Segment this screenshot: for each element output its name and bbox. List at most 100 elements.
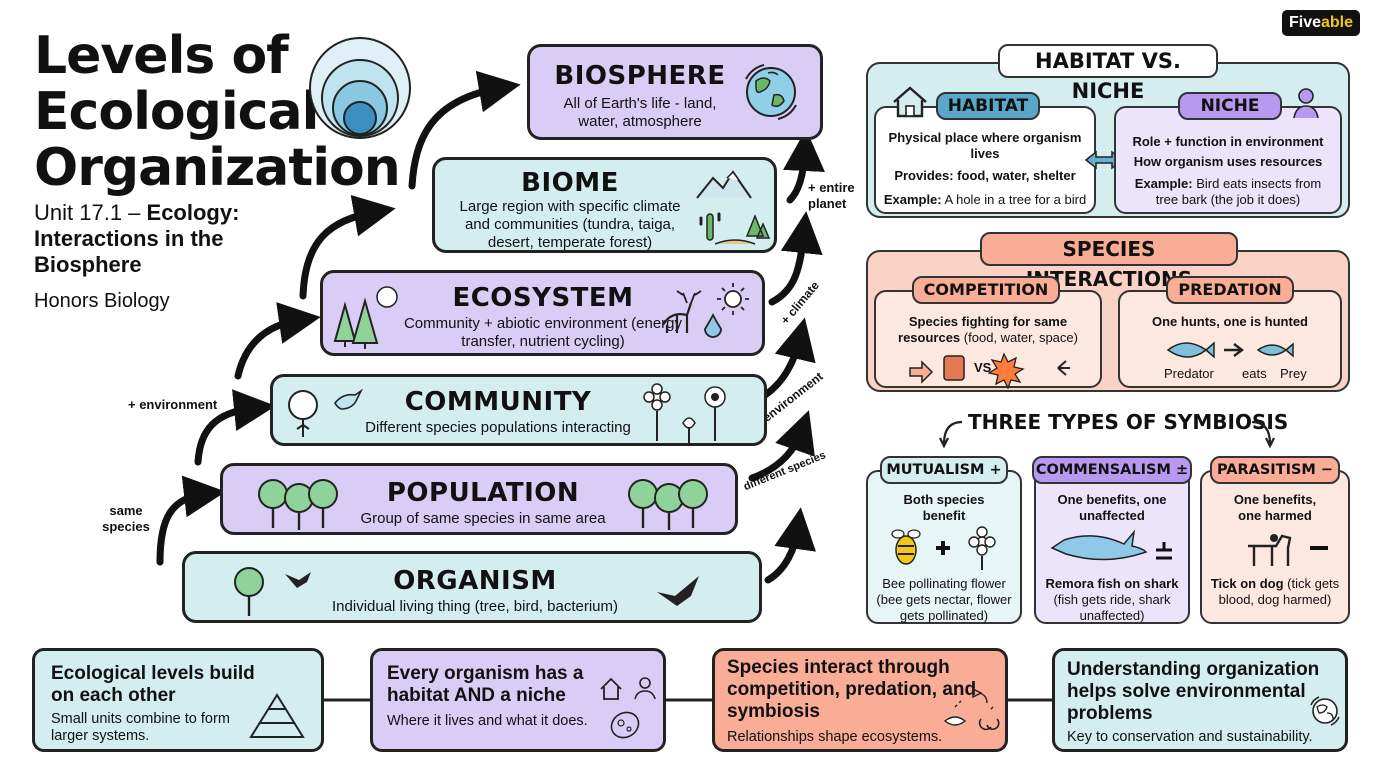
level-desc: Different species populations interactin… [365, 419, 631, 436]
tree-icon [333, 286, 398, 349]
bee-icon [891, 526, 996, 570]
level-biosphere: BIOSPHERE All of Earth's life - land, wa… [527, 44, 823, 140]
competition-box: Species fighting for same resources (foo… [874, 290, 1102, 390]
mountain-cactus-icon [696, 170, 771, 245]
level-title: BIOME [521, 168, 619, 198]
commensalism-example: (fish gets ride, shark unaffected) [1053, 592, 1171, 623]
pyramid-icon [249, 693, 305, 738]
habitat-niche-title: HABITAT VS. NICHE [998, 44, 1218, 103]
level-ecosystem: ECOSYSTEM Community + abiotic environmen… [320, 270, 765, 356]
symbiosis-title: THREE TYPES OF SYMBIOSIS [968, 410, 1289, 434]
predation-prey: Prey [1280, 366, 1307, 381]
predation-pill: PREDATION [1166, 276, 1294, 304]
predation-eats: eats [1242, 366, 1267, 381]
parasitism-pill: PARASITISM − [1210, 456, 1340, 484]
takeaway-heading: Species interact through competition, pr… [727, 657, 977, 722]
level-title: BIOSPHERE [554, 61, 726, 91]
niche-box: Role + function in environment How organ… [1114, 106, 1342, 214]
takeaway-body: Where it lives and what it does. [387, 713, 588, 729]
takeaway-body: Relationships shape ecosystems. [727, 729, 943, 745]
takeaway-card-1: Ecological levels build on each other Sm… [32, 648, 324, 752]
habitat-box: Physical place where organism lives Prov… [874, 106, 1096, 214]
arrow-label-same-species: same species [102, 503, 150, 534]
level-title: COMMUNITY [404, 387, 592, 417]
parasitism-desc: One benefits, one harmed [1233, 492, 1317, 523]
title-line-2: Ecological [34, 82, 319, 142]
tree-icon [234, 567, 311, 616]
mutualism-pill: MUTUALISM + [880, 456, 1008, 484]
species-interactions-title: SPECIES INTERACTIONS [980, 232, 1238, 291]
globe-recycle-icon [1310, 696, 1340, 726]
commensalism-example-bold: Remora fish on shark [1045, 576, 1179, 591]
subtitle: Unit 17.1 – Ecology: Interactions in the… [34, 200, 304, 278]
competition-desc-rest: (food, water, space) [963, 330, 1078, 345]
niche-example: Bird eats insects from tree bark (the jo… [1155, 176, 1322, 207]
bird-icon [657, 576, 699, 606]
mutualism-example: (bee gets nectar, flower gets pollinated… [876, 592, 1012, 623]
tree-icon [628, 479, 708, 530]
title-line-1: Levels of [34, 26, 289, 86]
predation-box: One hunts, one is hunted Predator eats P… [1118, 290, 1342, 388]
title-line-3: Organization [34, 138, 401, 198]
habitat-line-2: Provides: food, water, shelter [894, 168, 1076, 183]
mutualism-desc: Both species benefit [903, 492, 985, 523]
competition-pill: COMPETITION [912, 276, 1060, 304]
logo-text-2: able [1321, 14, 1354, 31]
level-biome: BIOME Large region with specific climate… [432, 157, 777, 253]
arrow-label-environment-left: + environment [128, 397, 218, 412]
flower-icon [643, 383, 726, 443]
fiveable-logo: Fiveable [1282, 10, 1360, 36]
level-desc: Community + abiotic environment (energy … [403, 315, 683, 350]
interaction-cycle-icon [943, 687, 1000, 731]
commensalism-desc: One benefits, one unaffected [1057, 492, 1167, 523]
bird-icon [288, 388, 364, 437]
takeaway-heading: Every organism has a habitat AND a niche [387, 663, 584, 706]
level-organism: ORGANISM Individual living thing (tree, … [182, 551, 762, 623]
competition-vs: VS [974, 360, 992, 375]
house-icon [893, 86, 927, 118]
earth-icon [745, 64, 797, 120]
takeaway-card-4: Understanding organization helps solve e… [1052, 648, 1348, 752]
takeaway-body: Small units combine to form larger syste… [51, 711, 230, 744]
competition-icon [909, 352, 1070, 390]
shark-icon [1050, 529, 1172, 561]
habitat-line-1: Physical place where organism lives [888, 130, 1082, 161]
habitat-example-label: Example: [883, 192, 942, 207]
fish-icon [1166, 341, 1294, 359]
page-title: Levels of Ecological Organization [34, 26, 401, 198]
niche-pill: NICHE [1178, 92, 1282, 120]
level-desc: Large region with specific climate and c… [459, 198, 681, 251]
habitat-pill: HABITAT [936, 92, 1040, 120]
niche-line-2: How organism uses resources [1133, 154, 1323, 169]
level-community: COMMUNITY Different species populations … [270, 374, 767, 446]
takeaway-heading: Understanding organization helps solve e… [1067, 659, 1320, 724]
level-population: POPULATION Group of same species in same… [220, 463, 738, 535]
logo-text-1: Five [1288, 14, 1321, 31]
level-title: ECOSYSTEM [452, 283, 634, 313]
takeaway-card-3: Species interact through competition, pr… [712, 648, 1008, 752]
parasitism-example: (tick gets blood, dog harmed) [1218, 576, 1340, 607]
competition-desc-bold: Species fighting for same resources [898, 314, 1068, 345]
parasitism-box: One benefits, one harmed Tick on dog (ti… [1200, 470, 1350, 624]
arrow-label-entire-planet: + entire planet [808, 180, 855, 211]
level-title: POPULATION [386, 478, 580, 508]
tree-icon [258, 479, 338, 530]
mutualism-box: Both species benefit Bee pollinating flo… [866, 470, 1022, 624]
habitat-example: A hole in a tree for a bird [944, 192, 1087, 207]
commensalism-box: One benefits, one unaffected Remora fish… [1034, 470, 1190, 624]
parasitism-example-bold: Tick on dog [1210, 576, 1284, 591]
niche-line-1: Role + function in environment [1132, 134, 1324, 149]
course-name: Honors Biology [34, 290, 170, 312]
niche-example-label: Example: [1134, 176, 1193, 191]
commensalism-pill: COMMENSALISM ± [1032, 456, 1192, 484]
predation-predator: Predator [1164, 366, 1214, 381]
level-title: ORGANISM [393, 566, 557, 596]
predation-desc: One hunts, one is hunted [1152, 314, 1308, 329]
nested-circles-icon [309, 37, 411, 139]
mutualism-example-bold: Bee pollinating flower [882, 576, 1006, 591]
person-icon [1293, 88, 1319, 119]
deer-icon [662, 283, 749, 338]
subtitle-bold: Ecology: Interactions in the Biosphere [34, 200, 240, 277]
